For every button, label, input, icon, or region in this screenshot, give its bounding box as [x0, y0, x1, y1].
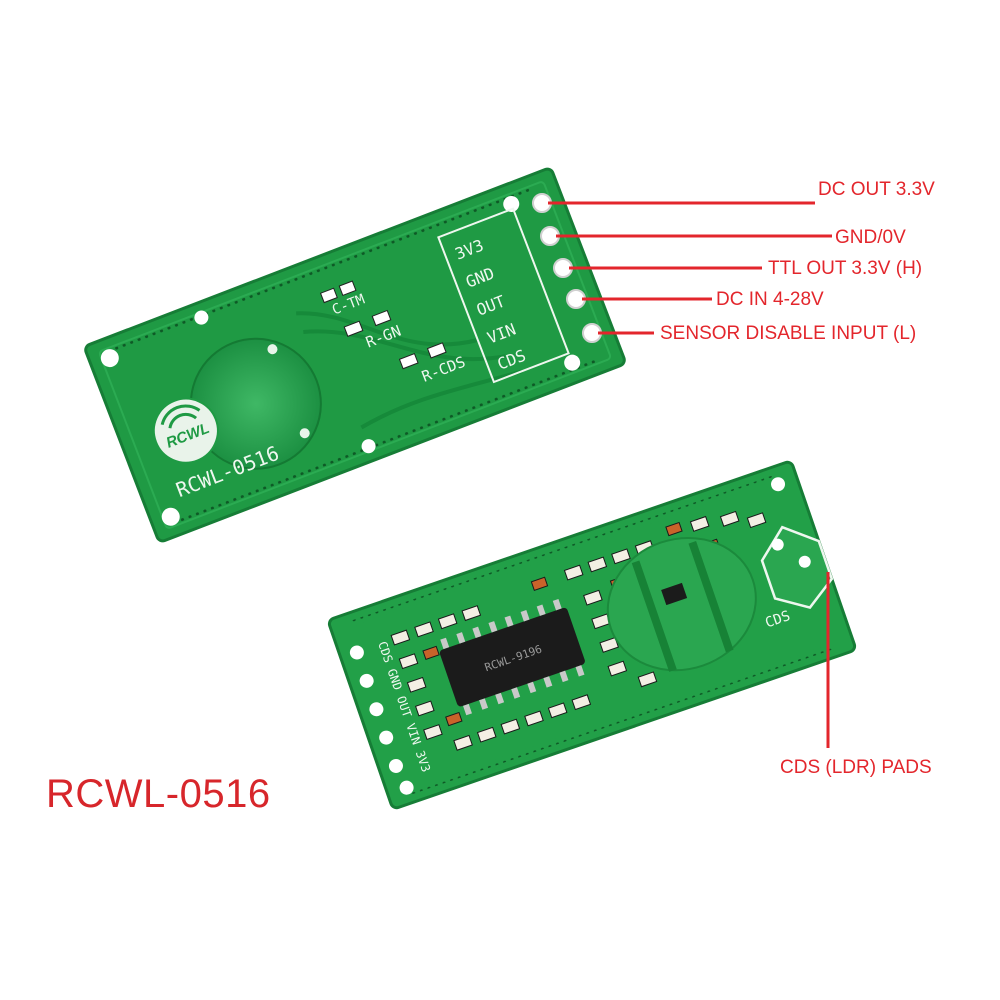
back-pad [369, 702, 384, 717]
main-ic: RCWL-9196 [439, 598, 585, 716]
cds-pad [771, 538, 784, 551]
rf-transistor [661, 582, 688, 606]
cds-silkscreen: CDS [763, 608, 792, 631]
mount-hole [771, 477, 786, 492]
product-title: RCWL-0516 [46, 772, 271, 816]
rcwl-logo: RCWL [152, 397, 219, 464]
label-dc-in: DC IN 4-28V [716, 289, 824, 310]
pin-callout-lines [548, 201, 832, 335]
label-gnd: GND/0V [835, 227, 906, 248]
front-board-pcb [84, 167, 626, 543]
back-pad [388, 758, 403, 773]
mount-hole [503, 195, 520, 212]
mount-hole [161, 507, 180, 526]
back-pad [359, 673, 374, 688]
label-dc-out: DC OUT 3.3V [818, 179, 935, 200]
header-silk-box [437, 207, 570, 384]
antenna-region [606, 536, 757, 672]
mount-hole [100, 349, 119, 368]
label-ttl-out: TTL OUT 3.3V (H) [768, 258, 923, 279]
back-pad [349, 645, 364, 660]
cds-pad [798, 555, 811, 568]
back-pad [379, 730, 394, 745]
label-sensor-disable: SENSOR DISABLE INPUT (L) [660, 323, 917, 344]
front-board: RCWL RCWL-0516 C-TM R-GN R-CDS 3V3 GND O… [84, 167, 626, 543]
mount-hole [399, 780, 414, 795]
back-board: CDS GND OUT VIN 3V3 [327, 460, 857, 810]
mount-hole [361, 439, 376, 454]
header-pads [532, 193, 602, 343]
label-cds-pads: CDS (LDR) PADS [780, 757, 932, 778]
mount-hole [194, 310, 209, 325]
smd-components [390, 510, 767, 751]
cds-pads [760, 525, 834, 609]
mount-hole [564, 354, 581, 371]
